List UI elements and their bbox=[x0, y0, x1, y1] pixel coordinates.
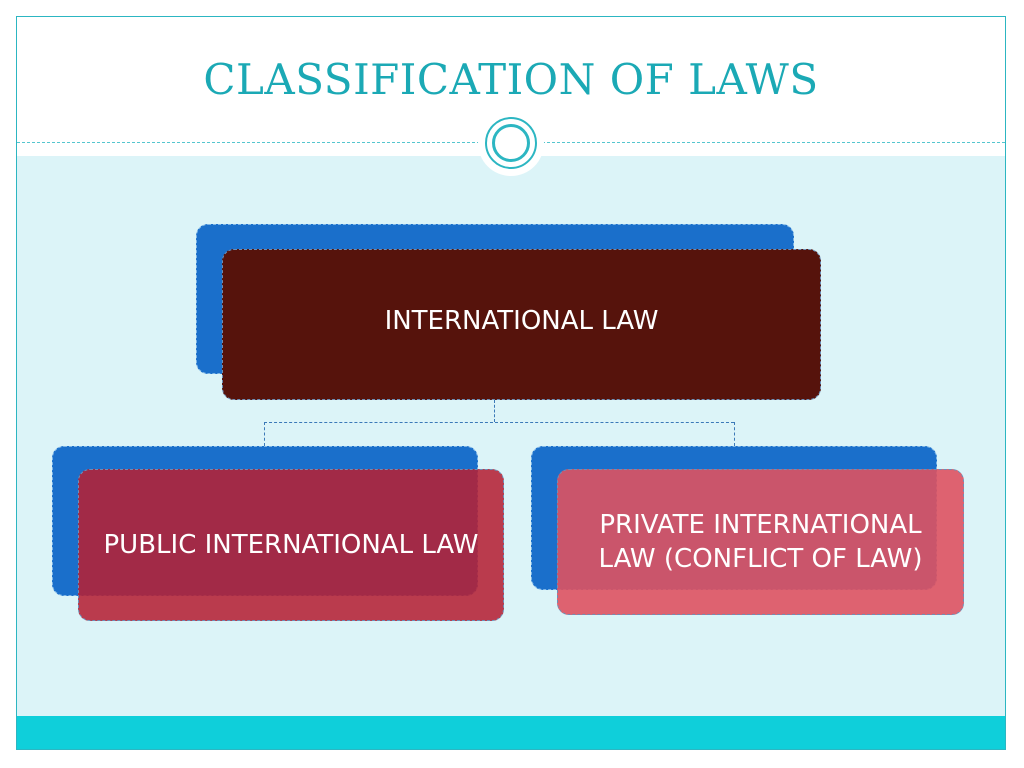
connector-root-stem bbox=[494, 400, 495, 422]
node-public-international-law: PUBLIC INTERNATIONAL LAW bbox=[78, 469, 504, 621]
connector-right-drop bbox=[734, 422, 735, 446]
node-private-international-law-label: PRIVATE INTERNATIONAL LAW (CONFLICT OF L… bbox=[598, 510, 923, 574]
node-international-law: INTERNATIONAL LAW bbox=[222, 249, 821, 400]
node-international-law-label: INTERNATIONAL LAW bbox=[384, 305, 659, 336]
divider-circle-ornament bbox=[478, 110, 544, 176]
node-private-international-law: PRIVATE INTERNATIONAL LAW (CONFLICT OF L… bbox=[557, 469, 964, 615]
node-public-international-law-label: PUBLIC INTERNATIONAL LAW bbox=[103, 530, 479, 560]
ornament-outer-ring bbox=[485, 117, 537, 169]
connector-left-drop bbox=[264, 422, 265, 446]
slide-title: CLASSIFICATION OF LAWS bbox=[203, 55, 819, 104]
connector-horizontal bbox=[264, 422, 734, 423]
title-area: CLASSIFICATION OF LAWS bbox=[17, 17, 1005, 143]
footer-bar bbox=[17, 716, 1005, 749]
ornament-inner-ring bbox=[492, 124, 530, 162]
